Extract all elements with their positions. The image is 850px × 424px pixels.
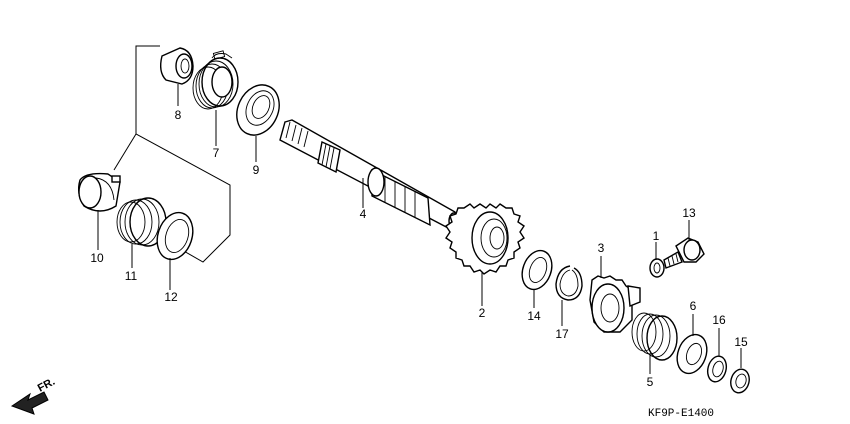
label-part-3: 3 bbox=[598, 241, 605, 255]
label-part-1: 1 bbox=[653, 229, 660, 243]
label-part-17: 17 bbox=[555, 327, 569, 341]
part-6-washer bbox=[676, 333, 708, 375]
part-number-labels: 8 7 9 4 10 11 12 2 14 17 3 1 13 5 6 16 1… bbox=[90, 108, 748, 389]
part-12-washer bbox=[156, 211, 194, 261]
part-3-ratchet bbox=[589, 275, 641, 333]
front-arrow-icon bbox=[10, 391, 49, 415]
label-part-6: 6 bbox=[690, 299, 697, 313]
part-9-washer bbox=[236, 84, 280, 136]
label-part-10: 10 bbox=[90, 251, 104, 265]
part-7-spring bbox=[192, 50, 239, 110]
label-part-2: 2 bbox=[479, 306, 486, 320]
part-10-cover bbox=[77, 172, 121, 212]
label-part-16: 16 bbox=[712, 313, 726, 327]
part-17-snap-ring bbox=[555, 265, 583, 301]
diagram-code: KF9P-E1400 bbox=[648, 408, 714, 420]
part-5-spring bbox=[631, 312, 678, 361]
label-part-15: 15 bbox=[734, 335, 748, 349]
direction-label: FR. bbox=[36, 376, 57, 395]
part-1-washer bbox=[649, 258, 665, 278]
label-part-13: 13 bbox=[682, 206, 696, 220]
part-8-collar bbox=[159, 47, 194, 85]
part-16-ring bbox=[706, 355, 728, 383]
label-part-7: 7 bbox=[213, 146, 220, 160]
label-part-8: 8 bbox=[175, 108, 182, 122]
label-part-14: 14 bbox=[527, 309, 541, 323]
part-13-bolt bbox=[663, 237, 705, 269]
group-bracket bbox=[113, 45, 231, 263]
label-part-12: 12 bbox=[164, 290, 178, 304]
label-part-11: 11 bbox=[125, 269, 138, 283]
part-2-gear bbox=[445, 203, 525, 275]
leader-lines bbox=[97, 84, 742, 374]
part-4-shaft bbox=[279, 119, 461, 231]
part-14-washer bbox=[521, 249, 553, 291]
label-part-5: 5 bbox=[647, 375, 654, 389]
front-direction-indicator: FR. bbox=[10, 376, 57, 415]
label-part-9: 9 bbox=[253, 163, 260, 177]
part-15-ring bbox=[730, 368, 750, 394]
label-part-4: 4 bbox=[360, 207, 367, 221]
